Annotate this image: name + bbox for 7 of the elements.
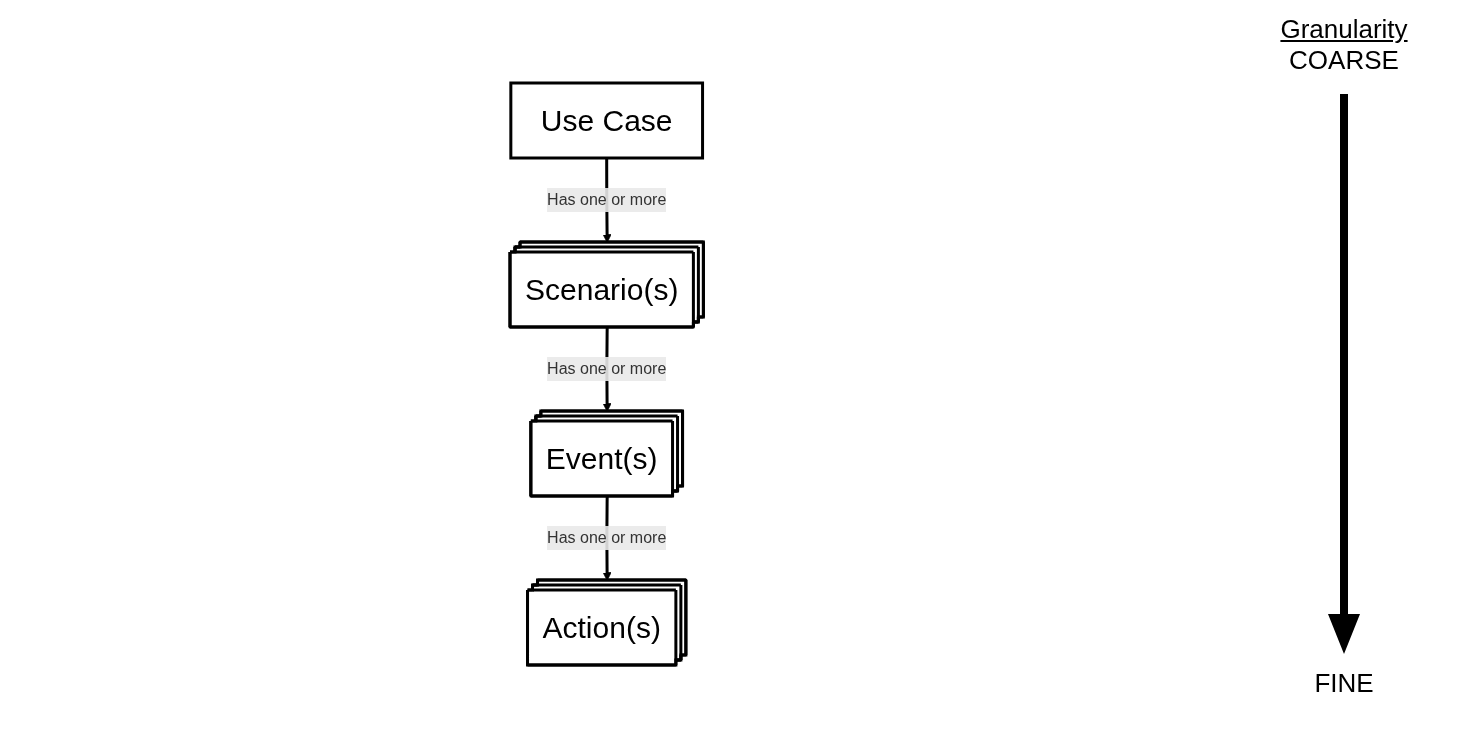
edge-label: Has one or more bbox=[547, 191, 667, 208]
scale-label: FINE bbox=[1314, 668, 1374, 699]
scale-label: COARSE bbox=[1289, 45, 1399, 76]
edge-label: Has one or more bbox=[547, 360, 667, 377]
edge-label: Has one or more bbox=[547, 529, 667, 546]
node-box: Use Case bbox=[509, 81, 705, 160]
axis-title: Granularity bbox=[1280, 14, 1408, 45]
